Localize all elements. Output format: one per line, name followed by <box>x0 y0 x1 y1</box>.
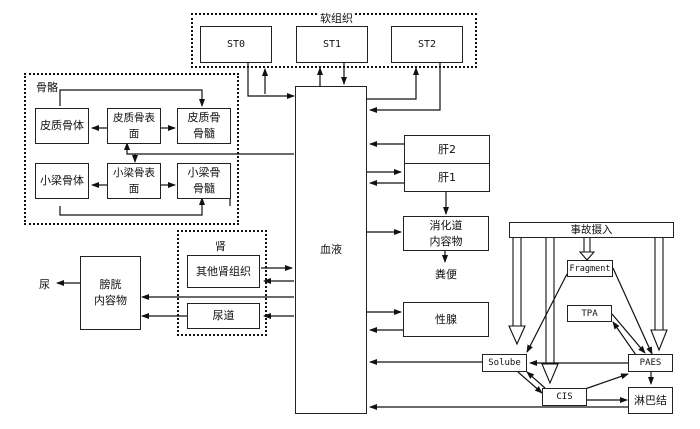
node-cis: CIS <box>542 388 587 406</box>
kidney-group <box>177 230 267 336</box>
node-trabecular-marrow: 小梁骨 骨髓 <box>177 163 231 199</box>
arrow-tpa-to-paes <box>611 313 646 354</box>
arrow-solube-to-cis <box>517 371 543 394</box>
node-other-kidney: 其他肾组织 <box>187 255 260 288</box>
arrow-cortical-volume-to-marrow <box>59 89 205 107</box>
node-fragment: Fragment <box>567 260 613 277</box>
intake-arrow-to-fragment <box>578 238 596 261</box>
node-bladder: 膀胱 内容物 <box>80 256 141 330</box>
node-accidental-intake: 事故摄入 <box>509 222 674 238</box>
node-paes: PAES <box>628 354 673 372</box>
skeleton-group <box>24 73 239 225</box>
arrow-st0-to-blood <box>247 63 295 99</box>
node-trabecular-surface: 小梁骨表面 <box>107 163 161 199</box>
intake-arrow-to-paes <box>650 238 668 352</box>
node-st1: ST1 <box>296 26 368 63</box>
node-lymph: 淋巴结 <box>628 387 673 414</box>
node-solube: Solube <box>482 354 527 372</box>
arrow-cis-to-paes <box>584 373 629 390</box>
arrow-fragment-to-solube <box>526 273 568 353</box>
node-urine: 尿 <box>39 278 50 291</box>
skeleton-label: 骨骼 <box>36 81 58 94</box>
soft-tissue-label: 软组织 <box>318 10 355 26</box>
arrow-paes-to-tpa <box>612 321 637 356</box>
arrow-cis-to-solube <box>526 371 546 389</box>
arrow-blood-to-st2 <box>367 67 419 100</box>
node-tpa: TPA <box>567 305 612 322</box>
node-feces: 粪便 <box>435 268 457 281</box>
arrow-st2-to-blood <box>369 63 441 113</box>
arrow-fragment-to-paes <box>612 267 653 355</box>
intake-arrow-to-solube <box>508 238 526 346</box>
node-st2: ST2 <box>391 26 463 63</box>
node-gi-contents: 消化道 内容物 <box>403 216 489 251</box>
node-trabecular-volume: 小梁骨体 <box>35 163 89 199</box>
node-st0: ST0 <box>200 26 272 63</box>
node-gonads: 性腺 <box>403 302 489 337</box>
node-urethra: 尿道 <box>187 303 260 329</box>
intake-arrow-to-cis <box>541 238 559 385</box>
node-liver1: 肝1 <box>404 163 490 192</box>
arrow-trabecular-volume-to-marrow <box>59 197 205 216</box>
node-cortical-marrow: 皮质骨 骨髓 <box>177 108 231 144</box>
node-cortical-volume: 皮质骨体 <box>35 108 89 144</box>
node-cortical-surface: 皮质骨表面 <box>107 108 161 144</box>
node-blood: 血液 <box>295 86 367 414</box>
kidney-label: 肾 <box>215 240 226 253</box>
node-liver2: 肝2 <box>404 135 490 164</box>
